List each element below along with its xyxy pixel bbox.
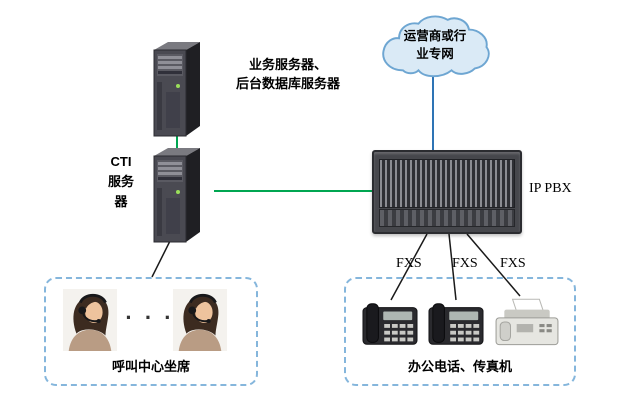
agent-photo-1 [62,289,118,351]
carrier-cloud-label: 运营商或行 业专网 [403,29,467,62]
app-server-icon [140,42,212,138]
devices-group-label: 办公电话、传真机 [407,359,512,374]
cloud-shape [382,15,490,78]
desk-phone-icon-2 [428,301,484,347]
desk-phone-icon-1 [362,301,418,347]
ip-pbx-vent-band [379,209,515,227]
agents-group-label: 呼叫中心坐席 [111,359,190,374]
fax-machine-icon [494,297,560,349]
fxs-label-1: FXS [396,256,422,271]
link-ctiserver-agents [151,240,171,278]
agents-ellipsis: · · · [125,305,175,330]
cloud-icon [382,15,490,78]
ip-pbx-icon [372,150,522,234]
fxs-label-2: FXS [452,256,478,271]
devices-group-box [344,277,576,386]
app-server-label: 业务服务器、 后台数据库服务器 [235,57,340,91]
cti-server-label: CTI 服务 器 [107,154,134,210]
ip-pbx-card-slots [379,159,515,208]
agent-photo-2 [172,289,228,351]
fxs-label-3: FXS [500,256,526,271]
ip-pbx-label: IP PBX [529,181,572,196]
agents-group-box [44,277,258,386]
cti-server-icon [140,148,212,244]
carrier-cloud [372,14,498,82]
